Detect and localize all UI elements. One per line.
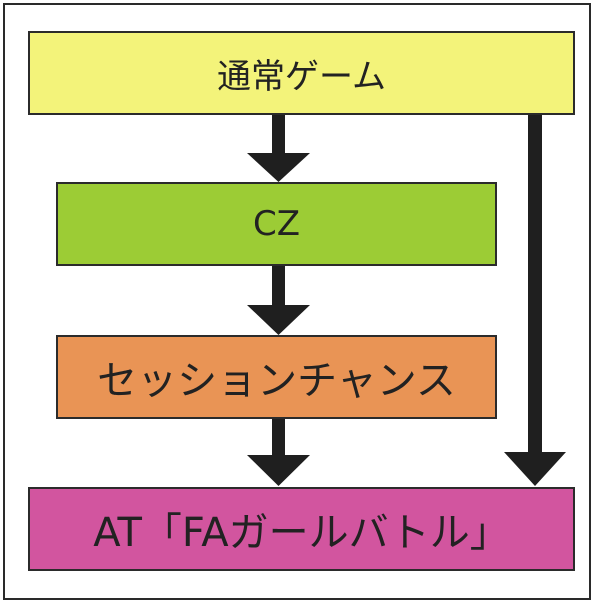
node-cz: CZ (56, 182, 497, 266)
node-normal-game-label: 通常ゲーム (217, 56, 386, 97)
node-at: AT「FAガールバトル」 (28, 487, 575, 571)
node-at-label: AT「FAガールバトル」 (93, 510, 510, 556)
node-normal-game: 通常ゲーム (28, 31, 575, 115)
node-session-chance-label: セッションチャンス (97, 358, 456, 404)
node-cz-label: CZ (252, 204, 301, 244)
node-session-chance: セッションチャンス (56, 335, 497, 419)
